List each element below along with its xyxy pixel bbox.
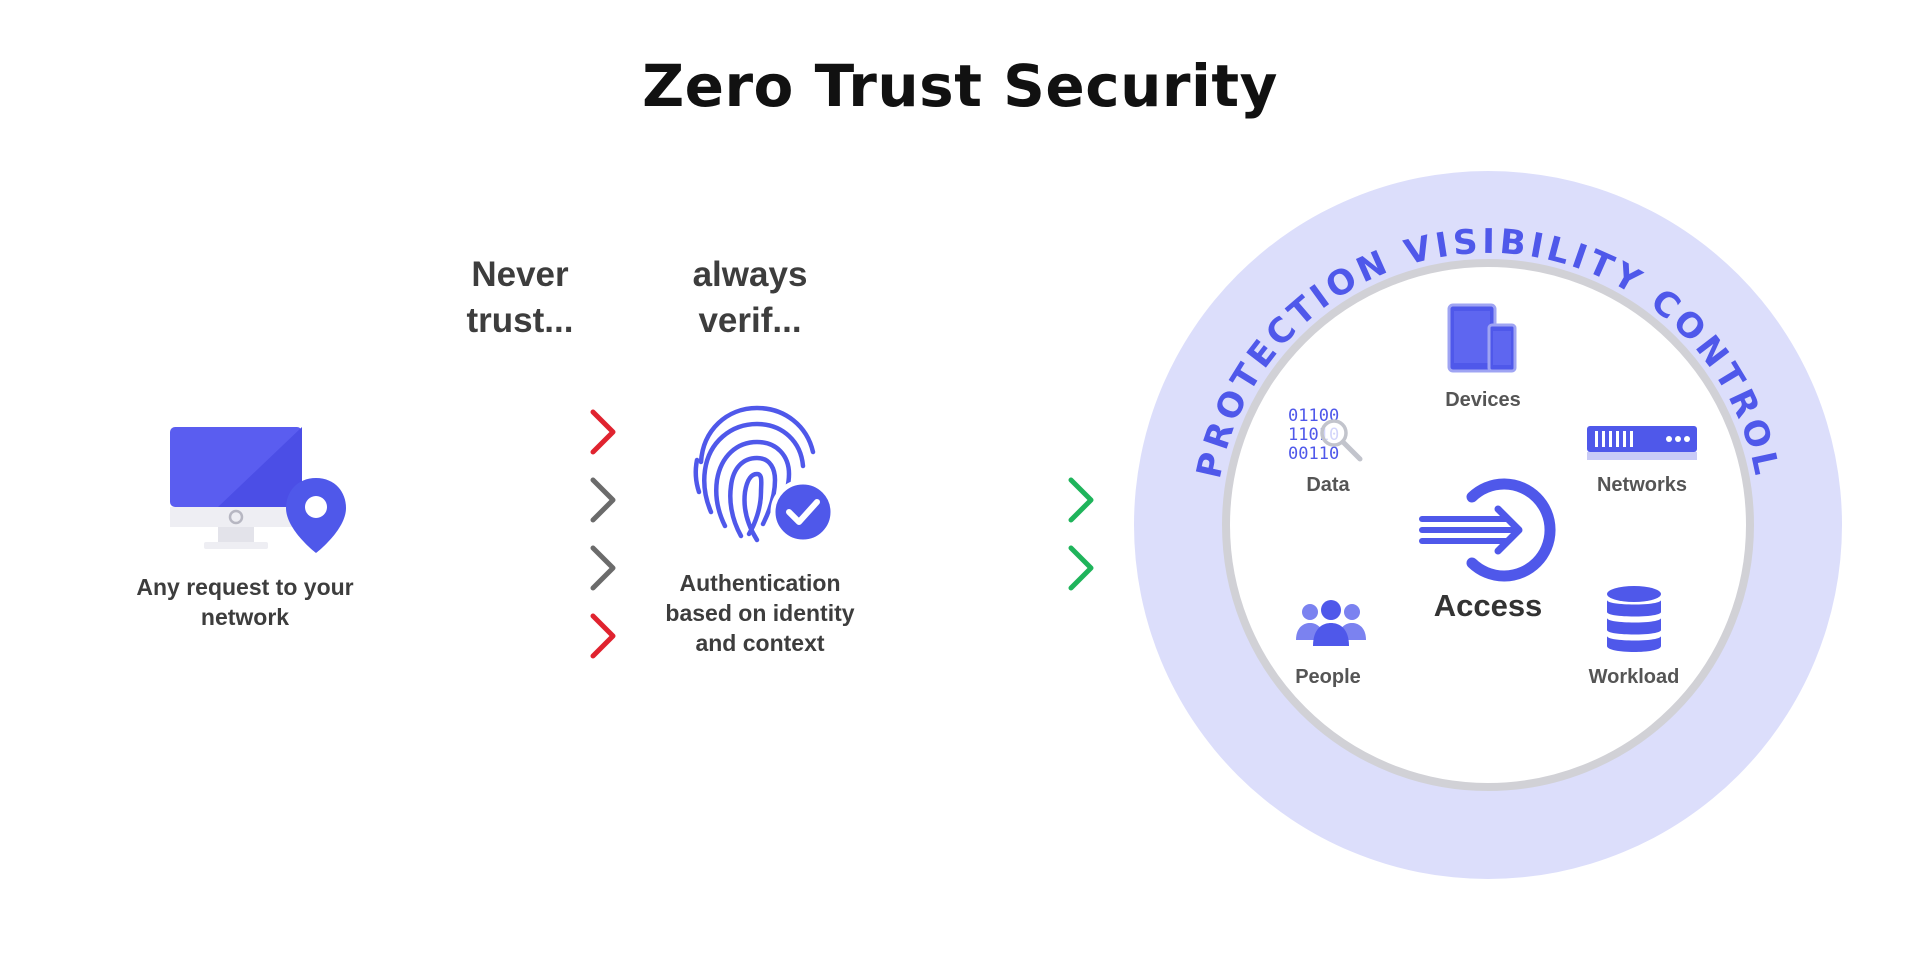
request-caption-line2: network [200, 604, 290, 630]
arrow-neutral-2 [430, 545, 616, 591]
incoming-arrows [430, 409, 616, 659]
slogan-always-line1: always [692, 255, 808, 294]
data-icon: 01100 11010 00110 [1288, 406, 1363, 464]
slogan-never-trust: Never trust... [430, 252, 610, 344]
arrow-denied-1 [430, 409, 616, 455]
devices-label: Devices [1445, 389, 1521, 411]
arrow-allowed-1 [905, 477, 1094, 523]
people-label: People [1295, 666, 1361, 688]
slogan-never-line2: trust... [466, 301, 574, 340]
workload-label: Workload [1588, 666, 1680, 688]
devices-icon [1447, 303, 1517, 373]
networks-label: Networks [1596, 474, 1688, 496]
networks-icon [1587, 426, 1697, 460]
auth-caption-line3: and context [695, 630, 825, 656]
data-icon-row1: 01100 [1288, 406, 1339, 426]
auth-caption-line2: based on identity [665, 600, 855, 626]
monitor-pin-icon [170, 427, 346, 553]
data-label: Data [1306, 474, 1350, 496]
slogan-never-line1: Never [471, 255, 569, 294]
arrow-denied-2 [430, 613, 616, 659]
access-icon [1419, 478, 1556, 582]
arrow-neutral-1 [430, 477, 616, 523]
slogan-always-verify: always verif... [660, 252, 840, 344]
arrow-allowed-2 [905, 545, 1094, 591]
auth-caption-line1: Authentication [679, 570, 841, 596]
people-icon [1296, 600, 1366, 646]
workload-icon [1607, 586, 1661, 652]
request-caption-line1: Any request to your [136, 574, 354, 600]
slogan-always-line2: verif... [698, 301, 802, 340]
request-caption: Any request to your network [95, 572, 395, 632]
inner-disc [1222, 259, 1754, 791]
access-label: Access [1433, 588, 1543, 623]
outgoing-arrows [905, 477, 1094, 591]
data-icon-row3: 00110 [1288, 444, 1339, 464]
diagram-title: Zero Trust Security [642, 52, 1278, 120]
auth-caption: Authentication based on identity and con… [630, 568, 890, 658]
fingerprint-check-icon [693, 405, 836, 545]
